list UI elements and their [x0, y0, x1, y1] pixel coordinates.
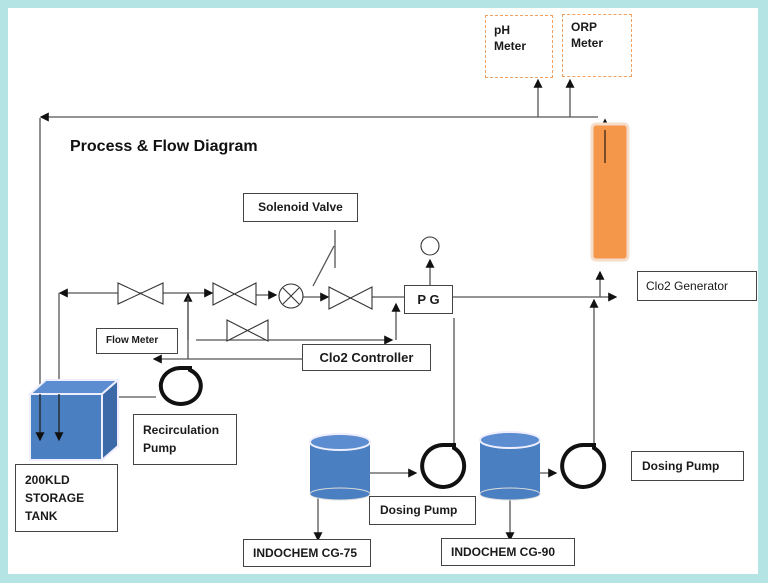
- recirc-line2: Pump: [143, 441, 177, 455]
- valve-1[interactable]: [117, 282, 164, 305]
- tank-line3: TANK: [25, 509, 58, 523]
- chem-drum-2-icon: [479, 431, 541, 501]
- recirculation-pump-icon[interactable]: [158, 366, 203, 406]
- solenoid-valve-label: Solenoid Valve: [243, 193, 358, 222]
- recirculation-pump-label: Recirculation Pump: [133, 414, 237, 465]
- dosing-pump-2-label: Dosing Pump: [631, 451, 744, 481]
- orp-meter-label: ORP: [571, 20, 598, 34]
- tank-line1: 200KLD: [25, 473, 70, 487]
- tank-line2: STORAGE: [25, 491, 85, 505]
- chem-cg75-label: INDOCHEM CG-75: [243, 539, 371, 567]
- valve-bypass[interactable]: [226, 319, 269, 342]
- solenoid-x2: [282, 287, 300, 305]
- storage-tank-label: 200KLD STORAGE TANK: [15, 464, 118, 532]
- clo2-generator-label: Clo2 Generator: [637, 271, 757, 301]
- clo2-generator-column: [590, 122, 630, 262]
- page-title: Process & Flow Diagram: [70, 138, 258, 155]
- ph-meter-box: pH Meter: [485, 15, 553, 78]
- chem-cg90-label: INDOCHEM CG-90: [441, 538, 575, 566]
- orp-meter-box: ORP Meter: [562, 14, 632, 77]
- orp-meter-label-2: Meter: [571, 36, 604, 50]
- ph-meter-label: pH: [494, 23, 510, 37]
- dosing-pump-1-label: Dosing Pump: [369, 496, 476, 525]
- flow-lines: [27, 78, 630, 542]
- diagram-canvas: Process & Flow Diagram pH Meter ORP Mete…: [8, 8, 758, 574]
- clo2-controller-box: Clo2 Controller: [302, 344, 431, 371]
- valve-3[interactable]: [328, 286, 373, 310]
- pressure-gauge-box: P G: [404, 285, 453, 314]
- pressure-gauge-icon: [420, 236, 440, 256]
- recirc-line1: Recirculation: [143, 423, 220, 437]
- ph-meter-label-2: Meter: [494, 39, 527, 53]
- flow-meter-box: Flow Meter: [96, 328, 178, 354]
- dosing-pump-2-icon[interactable]: [560, 442, 607, 489]
- dosing-pump-1-icon[interactable]: [420, 442, 467, 489]
- chem-drum-1-icon: [309, 433, 371, 501]
- storage-tank-icon: [27, 377, 121, 463]
- valve-2[interactable]: [212, 282, 257, 306]
- solenoid-leader-2: [312, 245, 335, 287]
